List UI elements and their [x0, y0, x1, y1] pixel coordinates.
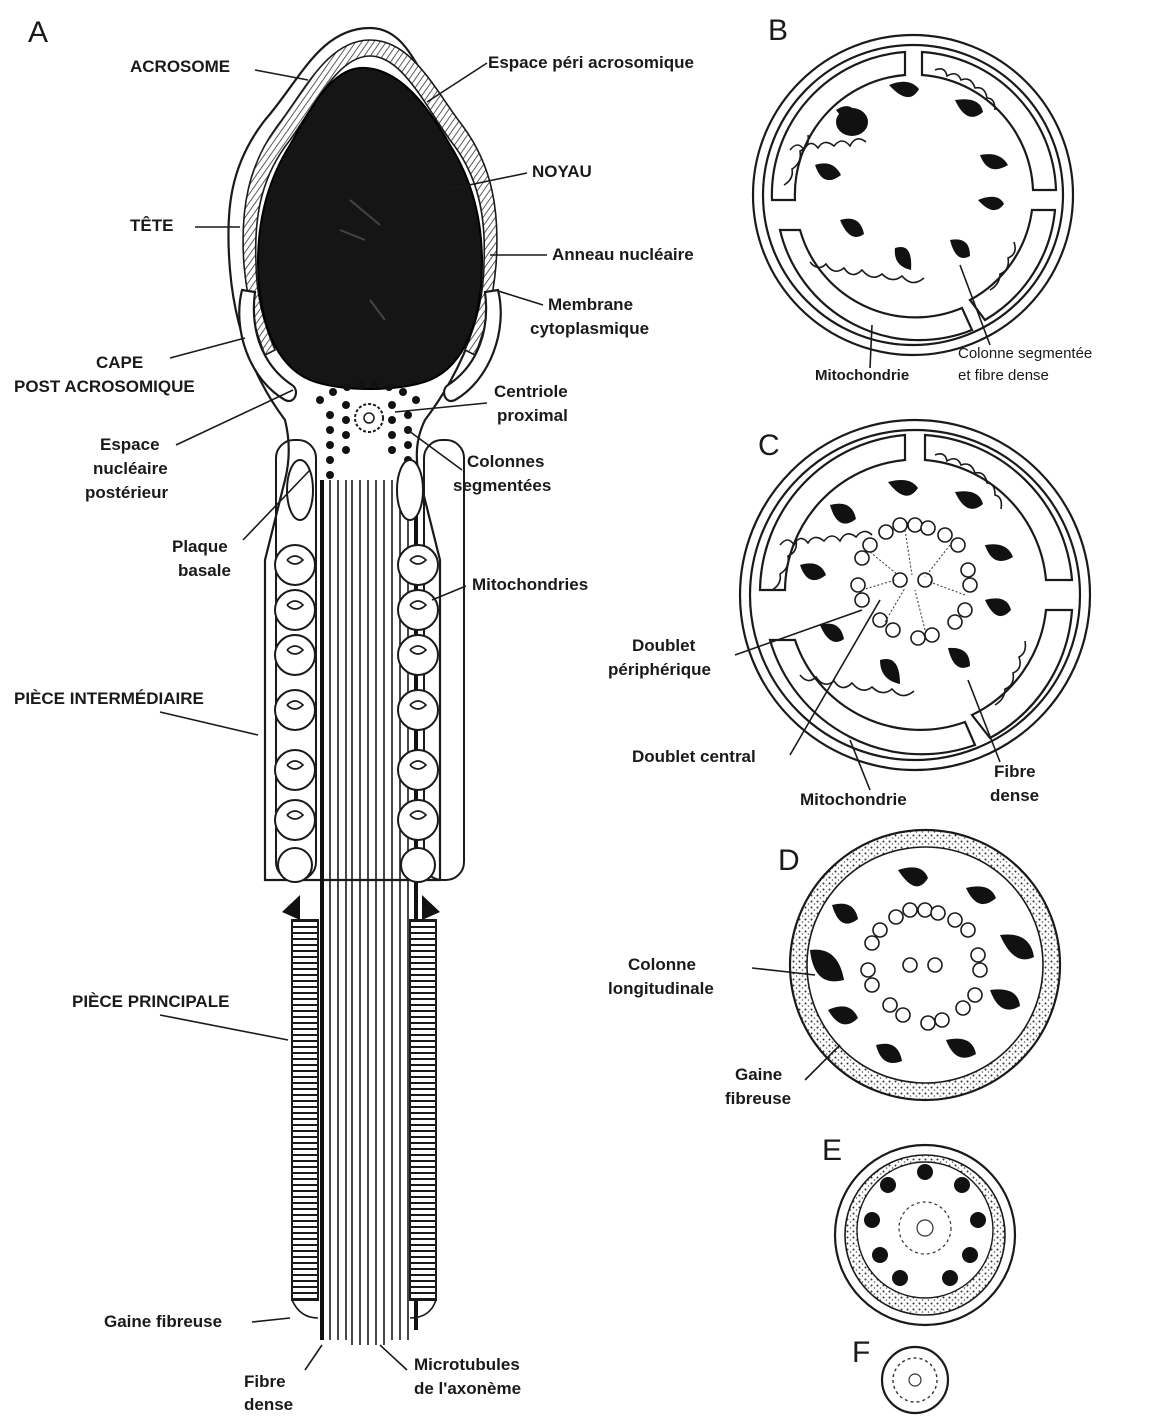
label-tete: TÊTE — [130, 216, 173, 235]
panel-b-drawing — [753, 35, 1073, 355]
label-cape-2: POST ACROSOMIQUE — [14, 377, 195, 396]
label-plaque-2: basale — [178, 561, 231, 580]
labels-panel-d: Colonne longitudinale Gaine fibreuse — [608, 955, 791, 1108]
label-d-gaine-1: Gaine — [735, 1065, 782, 1084]
label-c-doublet-p-2: périphérique — [608, 660, 711, 679]
panel-letter-d: D — [778, 844, 800, 877]
label-d-gaine-2: fibreuse — [725, 1089, 791, 1108]
label-b-col-1: Colonne segmentée — [958, 345, 1092, 362]
label-microtub-1: Microtubules — [414, 1355, 520, 1374]
label-fibre-a-2: dense — [244, 1395, 293, 1414]
label-c-mito: Mitochondrie — [800, 790, 907, 809]
label-microtub-2: de l'axonème — [414, 1379, 521, 1398]
label-noyau: NOYAU — [532, 162, 592, 181]
panel-letter-f: F — [852, 1336, 870, 1369]
panel-letter-b: B — [768, 14, 788, 47]
panel-letter-c: C — [758, 429, 780, 462]
label-espace-peri: Espace péri acrosomique — [488, 53, 694, 72]
label-piece-inter: PIÈCE INTERMÉDIAIRE — [14, 689, 204, 708]
label-c-fibre-2: dense — [990, 786, 1039, 805]
label-espace-nuc-2: nucléaire — [93, 459, 168, 478]
label-anneau: Anneau nucléaire — [552, 245, 694, 264]
label-colonnes-2: segmentées — [453, 476, 551, 495]
label-membrane-2: cytoplasmique — [530, 319, 649, 338]
label-acrosome: ACROSOME — [130, 57, 230, 76]
b-outer-membrane — [753, 35, 1073, 355]
panel-d-drawing — [790, 830, 1060, 1100]
panel-e-drawing — [835, 1145, 1015, 1325]
label-b-col-2: et fibre dense — [958, 367, 1049, 384]
label-centriole-1: Centriole — [494, 382, 568, 401]
label-d-colonne-2: longitudinale — [608, 979, 714, 998]
label-c-fibre-1: Fibre — [994, 762, 1036, 781]
fibrous-sheath-right — [410, 920, 436, 1300]
label-plaque-1: Plaque — [172, 537, 228, 556]
annulus-left — [282, 895, 300, 920]
panel-letter-a: A — [28, 16, 48, 49]
label-c-doublet-p-1: Doublet — [632, 636, 696, 655]
label-centriole-2: proximal — [497, 406, 568, 425]
panel-letter-e: E — [822, 1134, 842, 1167]
label-gaine-a: Gaine fibreuse — [104, 1312, 222, 1331]
label-piece-princ: PIÈCE PRINCIPALE — [72, 992, 229, 1011]
label-membrane-1: Membrane — [548, 295, 633, 314]
label-fibre-a-1: Fibre — [244, 1372, 286, 1391]
f-outer-membrane — [882, 1347, 948, 1413]
panel-c-drawing — [740, 420, 1090, 770]
annulus-right — [422, 895, 440, 920]
label-cape-1: CAPE — [96, 353, 143, 372]
fibrous-sheath-left — [292, 920, 318, 1300]
c-outer-membrane — [740, 420, 1090, 770]
label-c-doublet-c: Doublet central — [632, 747, 756, 766]
label-d-colonne-1: Colonne — [628, 955, 696, 974]
panel-a-drawing — [228, 28, 500, 1345]
label-mitochondries: Mitochondries — [472, 575, 588, 594]
proximal-centriole — [355, 404, 383, 432]
label-espace-nuc-1: Espace — [100, 435, 160, 454]
label-colonnes-1: Colonnes — [467, 452, 544, 471]
panel-f-drawing — [882, 1347, 948, 1413]
label-espace-nuc-3: postérieur — [85, 483, 169, 502]
label-b-mito: Mitochondrie — [815, 367, 909, 384]
